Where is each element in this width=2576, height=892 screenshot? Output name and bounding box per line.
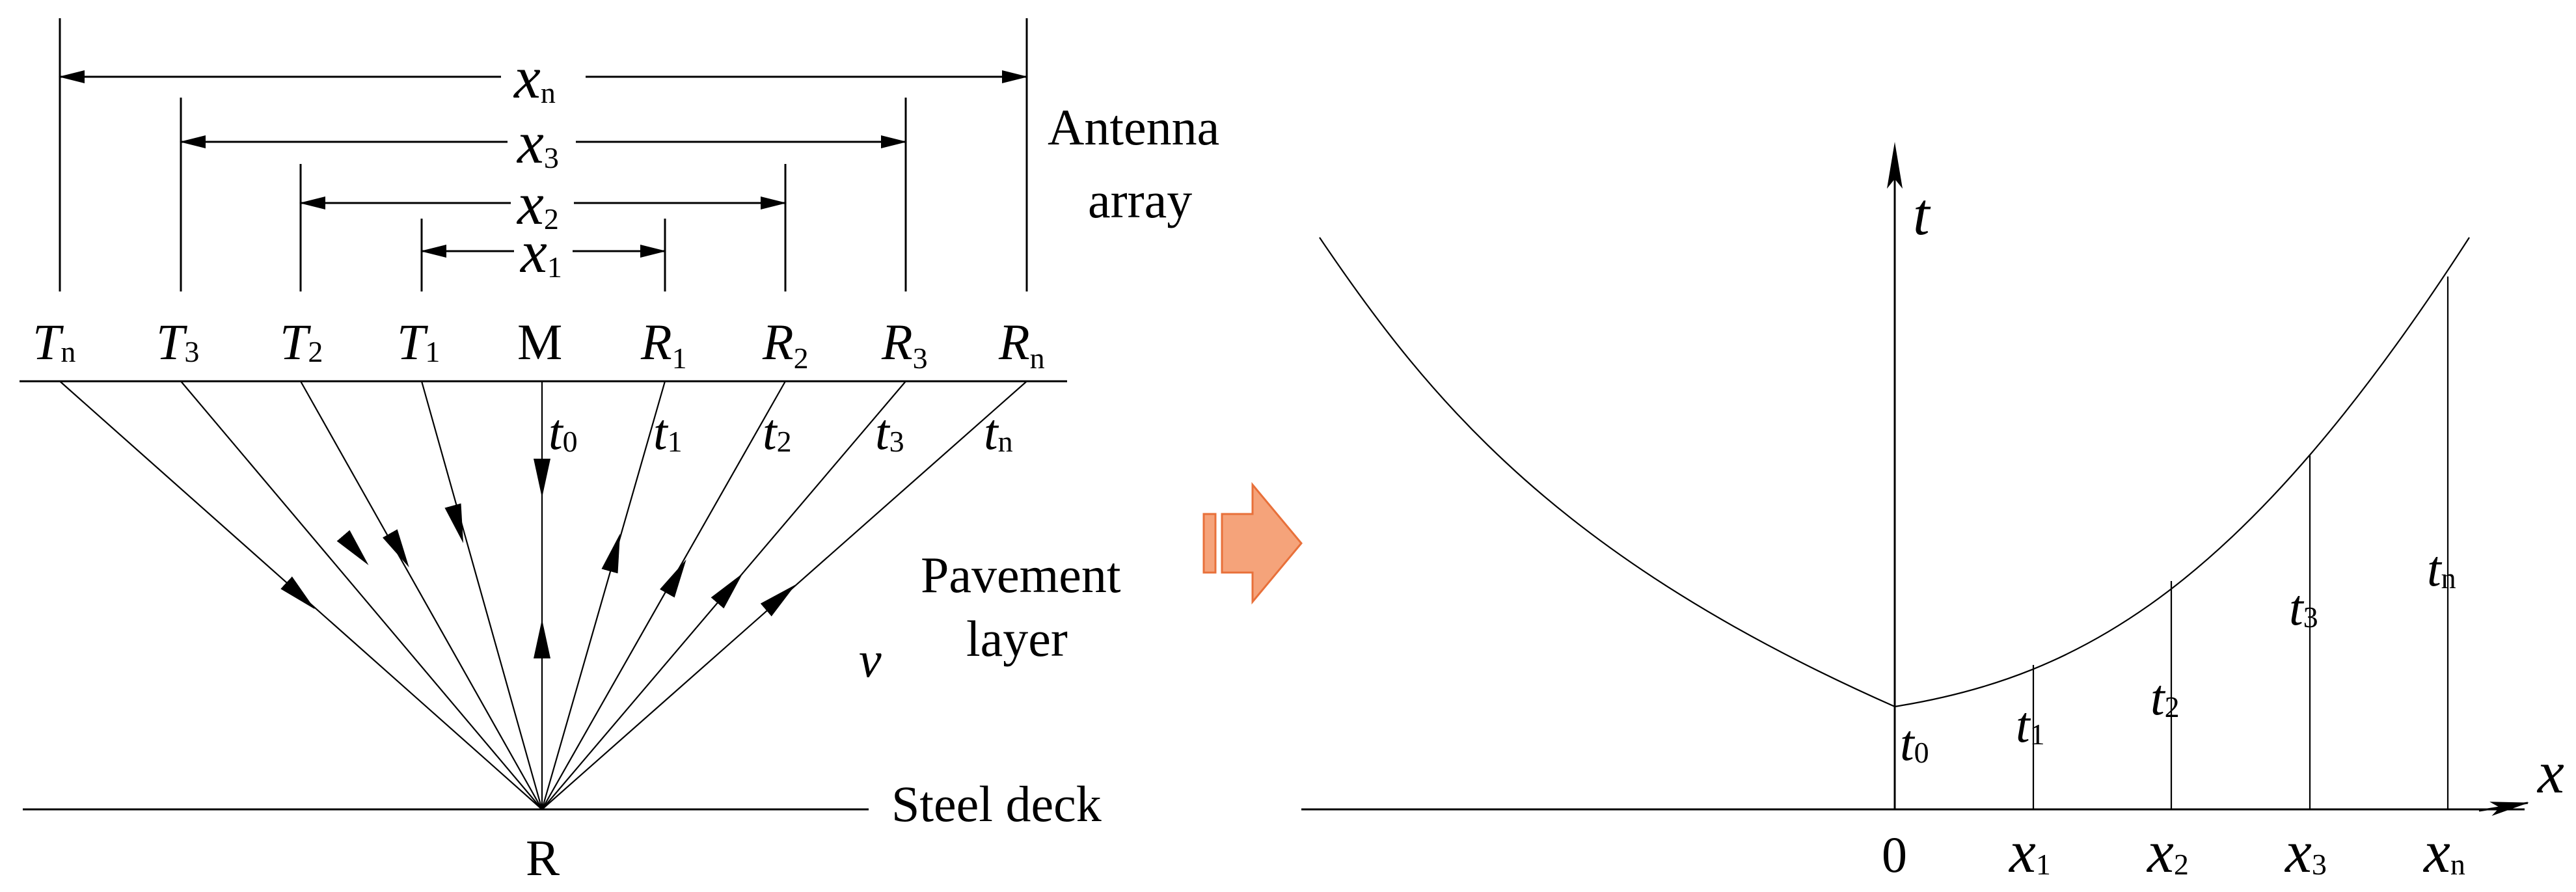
travel-time-labels: t0 t1 t2 t3 tn: [549, 403, 1013, 460]
ray-arrow-r2: [659, 559, 686, 598]
plot-label-t2: t2: [2150, 669, 2180, 725]
ray-r1: [541, 381, 666, 810]
steel-deck-label: Steel deck: [891, 776, 1102, 832]
right-plot: t x t0 t1 t2 t3 tn 0 x1 x2 x3 xn: [1301, 142, 2564, 885]
x-axis-arrow: [2478, 802, 2529, 817]
time-label-tn: tn: [984, 403, 1013, 460]
dimension-label-x2: x2: [516, 170, 559, 237]
antenna-label-rn: Rn: [998, 314, 1045, 375]
pavement-layer-label-line2: layer: [966, 610, 1068, 667]
time-label-t0: t0: [549, 403, 578, 460]
ray-arrow-tn: [280, 576, 315, 610]
dimension-label-x1: x1: [519, 219, 562, 285]
x-tick-origin: 0: [1882, 826, 1907, 883]
x-tick-x2: x2: [2146, 818, 2189, 885]
ray-arrow-t2: [382, 529, 409, 568]
plot-time-labels: t0 t1 t2 t3 tn: [1900, 540, 2456, 771]
time-label-t2: t2: [763, 403, 792, 460]
x-tick-x1: x1: [2008, 818, 2051, 885]
antenna-label-t1: T1: [397, 314, 440, 370]
time-label-t1: t1: [653, 403, 683, 460]
dimension-label-x3: x3: [516, 109, 559, 176]
ray-arrow-r3: [711, 573, 743, 609]
x-axis-label: x: [2536, 739, 2564, 805]
plot-label-t3: t3: [2289, 579, 2318, 636]
plot-label-tn: tn: [2427, 540, 2456, 597]
y-axis-label: t: [1913, 181, 1931, 247]
antenna-label-r2: R2: [762, 314, 809, 375]
reflection-point-label: R: [526, 830, 560, 886]
antenna-array-label-line1: Antenna: [1048, 99, 1219, 155]
ray-arrow-t3: [336, 530, 369, 565]
time-label-t3: t3: [875, 403, 904, 460]
pavement-layer-label-line1: Pavement: [921, 547, 1121, 603]
y-axis-arrow: [1887, 142, 1903, 189]
antenna-array-label-line2: array: [1088, 172, 1192, 228]
antenna-label-m: M: [517, 314, 562, 370]
plot-label-t1: t1: [2016, 696, 2045, 753]
antenna-label-r3: R3: [881, 314, 928, 375]
ray-arrow-r1: [601, 534, 621, 574]
ray-arrow-t1: [444, 503, 464, 543]
x-tick-xn: xn: [2422, 818, 2465, 885]
travel-time-curve: [1319, 237, 2470, 708]
plot-label-t0: t0: [1900, 714, 1929, 771]
dimension-label-xn: xn: [513, 44, 556, 111]
right-arrow-icon: [1202, 481, 1303, 605]
x-tick-x3: x3: [2284, 818, 2327, 885]
ray-t3: [180, 381, 543, 810]
x-tick-labels: 0 x1 x2 x3 xn: [1882, 818, 2465, 885]
antenna-label-t2: T2: [280, 314, 323, 370]
ray-arrow-rn: [760, 584, 796, 617]
antenna-label-tn: Tn: [33, 314, 75, 370]
velocity-label: v: [859, 631, 882, 688]
ray-t1: [420, 381, 543, 810]
ray-t2: [300, 381, 543, 810]
antenna-labels: Tn T3 T2 T1 M R1 R2 R3 Rn: [33, 314, 1045, 375]
ray-direction-arrows: [280, 459, 796, 658]
antenna-label-r1: R1: [640, 314, 687, 375]
antenna-label-t3: T3: [156, 314, 199, 370]
left-diagram: xn x3 x2 x1 Tn T3 T2 T1 M R1 R2 R3 Rn An…: [20, 18, 1219, 886]
